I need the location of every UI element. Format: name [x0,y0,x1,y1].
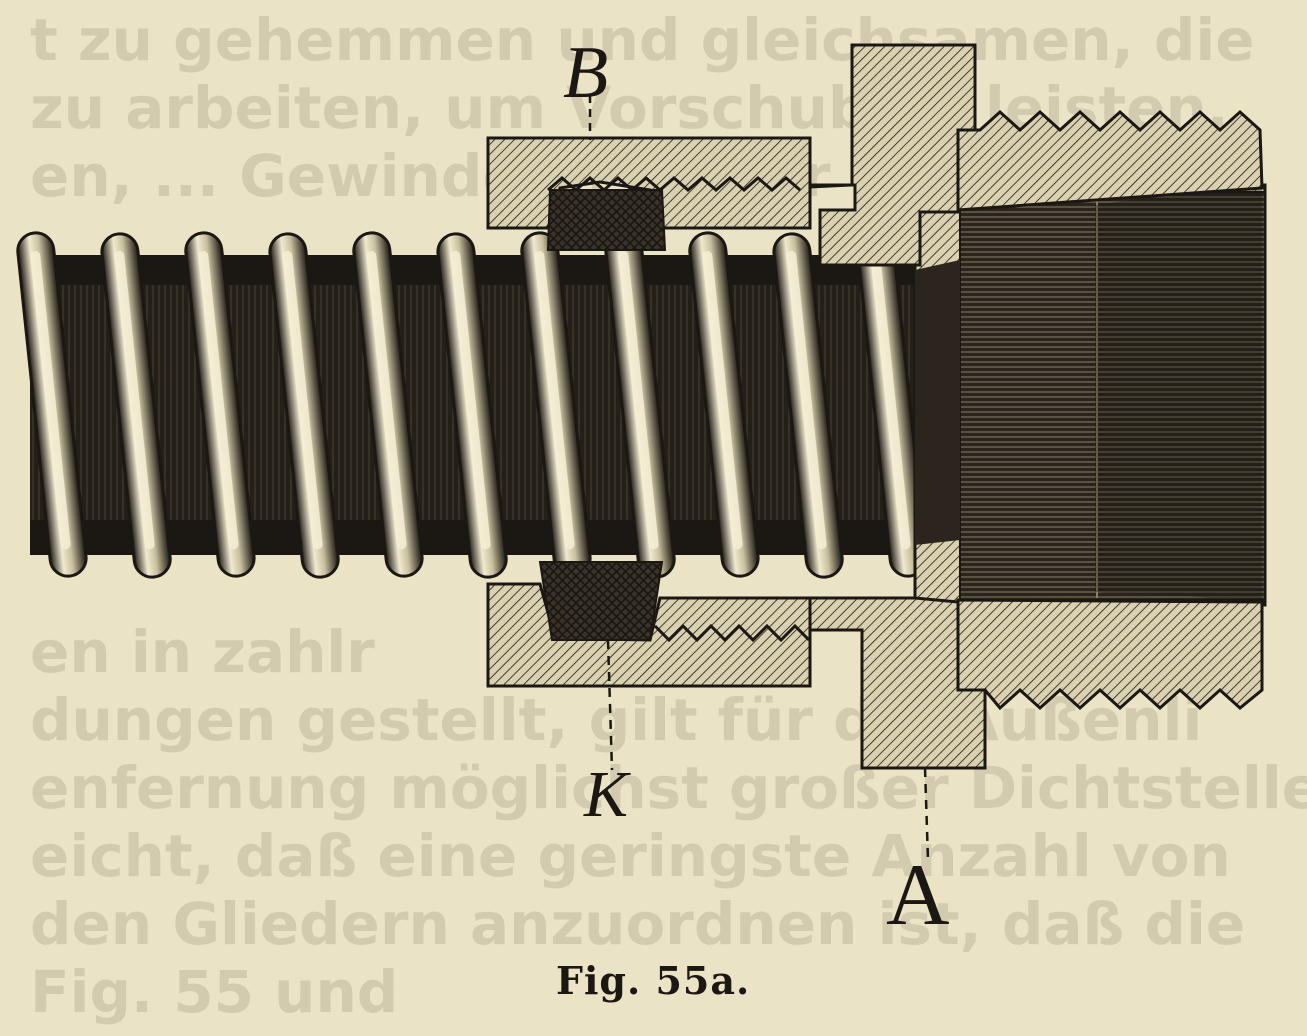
lower-nipple-shell [956,598,1264,711]
lower-nut-thread [653,623,811,643]
spring-coil-highlight [450,250,491,550]
nipple-bore [959,191,1266,601]
spring-coil-highlight [30,250,71,550]
spring-coil-highlight [282,250,323,550]
background-text-line: t zu gehemmen und gleichsamen, die [30,6,1255,74]
spring-coils [16,231,928,579]
upper-nipple-shell [956,109,1264,212]
leader-line-k [606,639,614,771]
packing-ring-k-upper [546,189,667,251]
spring-coil-highlight [198,250,239,550]
background-text-line: en in zahlr [30,618,375,686]
label-a: A [886,847,950,944]
packing-ring-k-lower [538,561,664,641]
spring-coil-highlight [870,250,911,550]
background-text-line: den Gliedern anzuordnen ist, daß die [30,890,1245,958]
label-k: K [584,758,629,831]
background-text-line: eicht, daß eine geringste Anzahl von [30,822,1231,890]
spring-coil-highlight [702,250,743,550]
spring-coil-highlight [366,250,407,550]
inner-sleeve [915,260,960,545]
union-nut-b-lower [486,582,812,688]
nipple-taper [1095,182,1262,600]
background-text-line: Fig. 55 und [30,958,398,1026]
background-text-line: enfernung möglichst großer Dichtstelle [30,754,1307,822]
spring-coil-highlight [618,250,659,550]
label-b: B [563,32,609,114]
upper-nut-thread [547,176,801,192]
union-nut-b-upper [486,136,812,230]
spring-coil-highlight [786,250,827,550]
spring-coil-highlight [534,250,575,550]
figure-caption: Fig. 55a. [556,958,751,1003]
spring-coil-highlight [114,250,155,550]
